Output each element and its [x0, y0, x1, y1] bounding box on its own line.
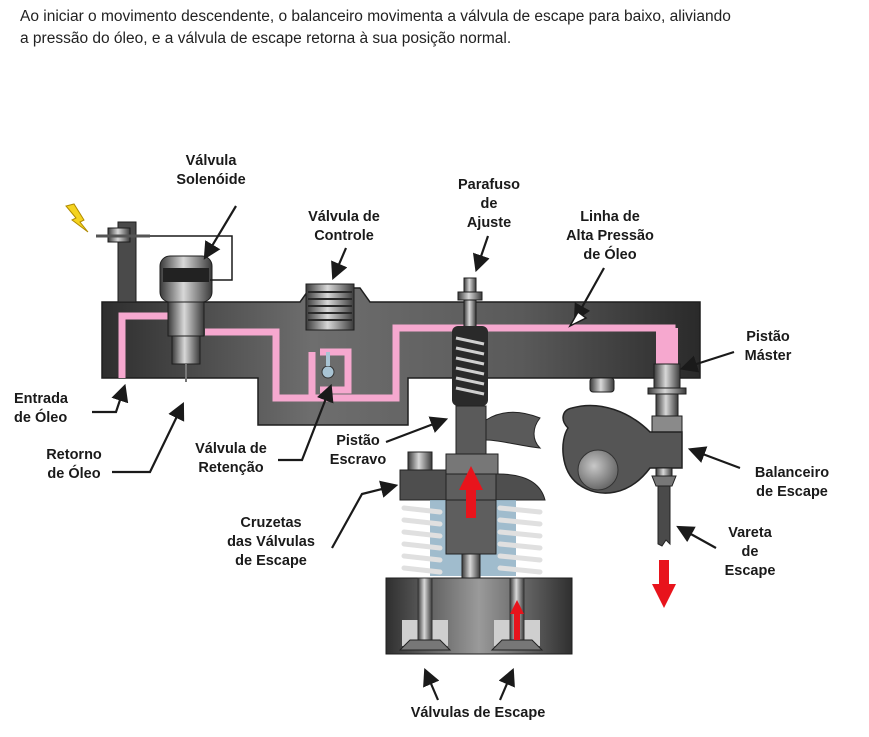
label-exhaust-valves: Válvulas de Escape	[410, 705, 546, 721]
mounting-nut	[589, 377, 615, 393]
red-arrow-small-up-icon	[510, 600, 524, 640]
red-arrow-down-icon	[652, 560, 676, 608]
label-oil-inlet: Entrada de Óleo	[14, 391, 68, 426]
red-arrow-up-icon	[459, 466, 483, 518]
label-high-pressure-line: Linha de Alta Pressão de Óleo	[566, 209, 654, 263]
label-valve-bridges: Cruzetas das Válvulas de Escape	[227, 515, 315, 569]
label-adjust-screw: Parafuso de Ajuste	[457, 177, 521, 231]
leader-arrows	[92, 205, 741, 701]
label-oil-return: Retorno de Óleo	[46, 447, 102, 482]
control-valve	[305, 283, 355, 379]
label-pushrod: Vareta de Escape	[724, 525, 776, 579]
master-piston	[647, 363, 687, 437]
valve-spring-left	[401, 505, 443, 575]
electrical-connector	[96, 227, 233, 281]
check-valve-ball	[321, 365, 335, 379]
label-check-valve: Válvula de Retenção	[195, 441, 267, 476]
label-exhaust-rocker: Balanceiro de Escape	[754, 465, 830, 500]
valve-spring-right	[497, 505, 543, 575]
exhaust-rocker	[562, 404, 683, 494]
cylinder-head	[385, 577, 573, 655]
solenoid-valve	[159, 255, 213, 382]
master-piston-oil-chamber	[656, 328, 678, 364]
exhaust-pushrod	[651, 467, 677, 547]
label-master-piston: Pistão Máster	[744, 329, 792, 364]
caption-line-1: Ao iniciar o movimento descendente, o ba…	[20, 8, 731, 25]
lightning-bolt-icon	[65, 203, 89, 233]
label-control-valve: Válvula de Controle	[308, 209, 380, 244]
label-solenoid-valve: Válvula Solenóide	[176, 153, 246, 188]
hollow-arrow-head-line	[568, 310, 588, 328]
slave-piston	[445, 405, 542, 475]
slave-piston-spring	[452, 326, 488, 406]
adjusting-screw	[457, 277, 483, 329]
caption: Ao iniciar o movimento descendente, o ba…	[20, 6, 860, 50]
caption-line-2: a pressão do óleo, e a válvula de escape…	[20, 30, 512, 47]
label-slave-piston: Pistão Escravo	[329, 433, 387, 468]
